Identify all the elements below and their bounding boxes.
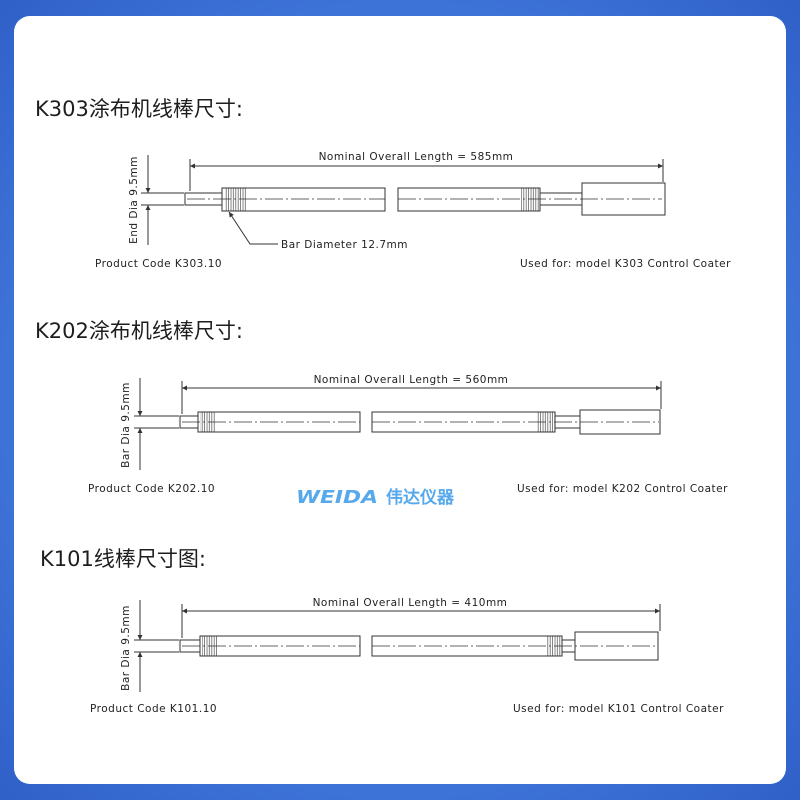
overall-length-label: Nominal Overall Length = 410mm (313, 597, 508, 609)
section-title: K101线棒尺寸图: (40, 547, 206, 571)
bar-body-left (221, 187, 386, 212)
used-for: Used for: model K303 Control Coater (520, 258, 731, 270)
watermark-name: 伟达仪器 (386, 487, 455, 508)
product-code: Product Code K202.10 (88, 483, 215, 495)
used-for: Used for: model K101 Control Coater (513, 703, 724, 715)
watermark: WEIDA 伟达仪器 (296, 487, 455, 508)
watermark-brand: WEIDA (296, 487, 378, 508)
section-title: K303涂布机线棒尺寸: (35, 97, 243, 121)
product-code: Product Code K303.10 (95, 258, 222, 270)
overall-length-label: Nominal Overall Length = 585mm (319, 151, 514, 163)
dia-label: End Dia 9.5mm (128, 156, 140, 244)
wire-coil-left (225, 188, 246, 211)
bar-diameter-label: Bar Diameter 12.7mm (281, 239, 408, 251)
overall-length-label: Nominal Overall Length = 560mm (314, 374, 509, 386)
dia-label: Bar Dia 9.5mm (120, 605, 132, 691)
rod-diagram-k101: K101线棒尺寸图: Nominal Overall Length = 410m… (40, 547, 724, 715)
rod-diagram-k303: K303涂布机线棒尺寸: Nominal Overall Length = 58… (35, 97, 731, 270)
wire-coil-right (521, 188, 540, 211)
dia-label: Bar Dia 9.5mm (120, 382, 132, 468)
section-title: K202涂布机线棒尺寸: (35, 319, 243, 343)
bar-diameter-leader (228, 211, 278, 245)
product-code: Product Code K101.10 (90, 703, 217, 715)
rod-diagram-k202: K202涂布机线棒尺寸: Nominal Overall Length = 56… (35, 319, 728, 495)
used-for: Used for: model K202 Control Coater (517, 483, 728, 495)
bar-body-right (397, 187, 541, 212)
